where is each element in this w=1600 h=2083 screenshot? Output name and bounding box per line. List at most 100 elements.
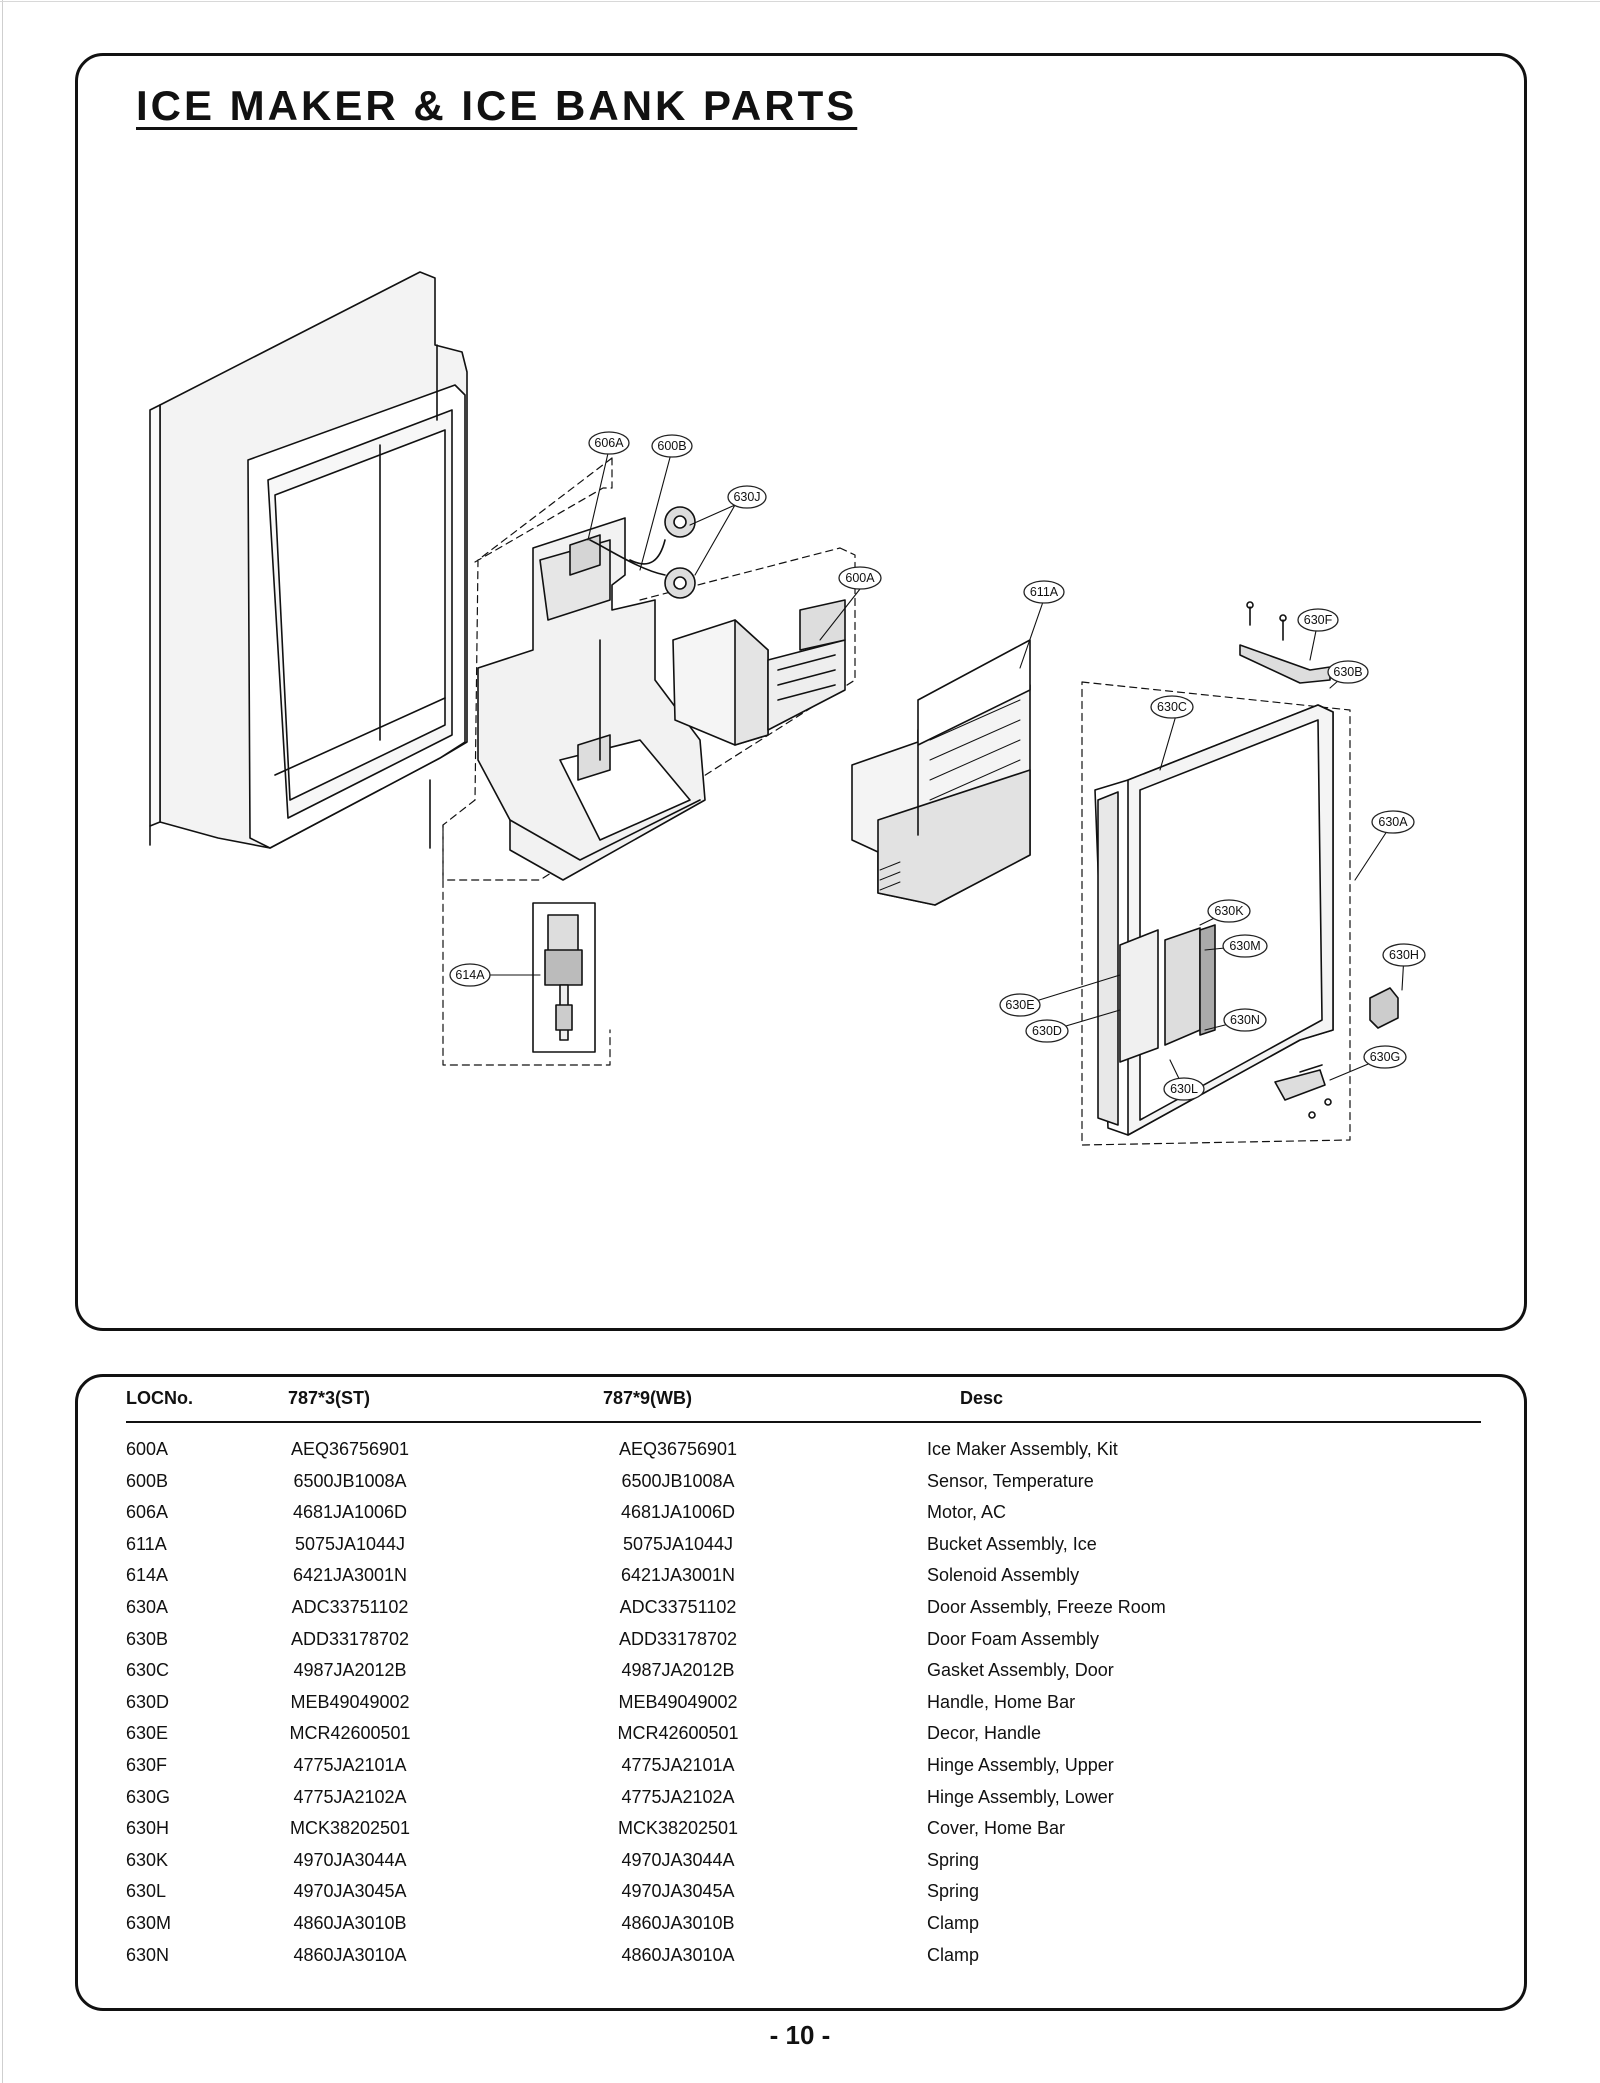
row-st-part: 4775JA2102A	[293, 1786, 407, 1807]
row-desc: Door Foam Assembly	[927, 1628, 1100, 1649]
row-st-part: 4775JA2101A	[293, 1755, 407, 1775]
svg-text:600B: 600B	[657, 439, 686, 453]
svg-text:630G: 630G	[1370, 1050, 1401, 1064]
callout-630d: 630D	[1025, 1019, 1069, 1043]
row-locno: 630C	[126, 1660, 170, 1681]
row-wb-part: 4987JA2012B	[621, 1660, 735, 1681]
temperature-sensor-drawing	[589, 506, 696, 599]
callout-630k: 630K	[1207, 899, 1251, 923]
svg-text:611A: 611A	[1030, 585, 1059, 599]
parts-table-panel	[75, 1374, 1527, 2011]
callout-611a: 611A	[1023, 580, 1065, 604]
row-wb-part: 4775JA2102A	[621, 1786, 735, 1807]
row-wb-part: 4970JA3045A	[621, 1881, 735, 1902]
svg-text:630B: 630B	[1333, 665, 1362, 679]
callout-600b: 600B	[651, 434, 693, 458]
row-wb-part: 6500JB1008A	[621, 1470, 735, 1491]
row-wb-part: 4970JA3044A	[621, 1849, 735, 1870]
door-assembly-drawing	[1094, 704, 1334, 1136]
callout-600a: 600A	[838, 566, 882, 590]
callout-630e: 630E	[999, 993, 1041, 1017]
hinge-and-cover-drawing	[1239, 601, 1399, 1119]
row-wb-part: MEB49049002	[618, 1691, 738, 1712]
row-st-part: AEQ36756901	[290, 1439, 410, 1459]
callout-630f: 630F	[1297, 608, 1339, 632]
row-st-part: ADD33178702	[290, 1628, 410, 1649]
row-desc: Motor, AC	[927, 1502, 1007, 1523]
row-st-part: 4860JA3010B	[293, 1913, 407, 1933]
svg-text:630M: 630M	[1229, 939, 1260, 953]
svg-text:614A: 614A	[455, 968, 485, 982]
row-st-part: 6421JA3001N	[292, 1565, 408, 1586]
row-wb-part: 4681JA1006D	[620, 1502, 736, 1523]
row-desc: Hinge Assembly, Lower	[927, 1786, 1114, 1807]
table-row: 630C 4987JA2012B 4987JA2012B Gasket Assembl…	[126, 1655, 1481, 1687]
row-st-part: 4860JA3010A	[293, 1944, 407, 1965]
callout-630j: 630J	[727, 485, 767, 509]
callout-630c: 630C	[1150, 695, 1194, 719]
row-locno: 614A	[126, 1565, 169, 1586]
svg-text:630K: 630K	[1214, 904, 1244, 918]
callout-606a: 606A	[588, 431, 630, 455]
row-locno: 630D	[126, 1691, 170, 1712]
svg-text:630D: 630D	[1032, 1024, 1062, 1038]
row-wb-part: ADC33751102	[619, 1597, 737, 1617]
svg-text:630L: 630L	[1170, 1082, 1198, 1096]
row-desc: Spring	[927, 1881, 980, 1902]
callout-630b: 630B	[1327, 660, 1369, 684]
row-st-part: 6500JB1008A	[293, 1470, 407, 1491]
callout-630h: 630H	[1382, 943, 1426, 967]
svg-text:630N: 630N	[1230, 1013, 1260, 1027]
row-desc: Hinge Assembly, Upper	[927, 1755, 1114, 1775]
row-desc: Solenoid Assembly	[927, 1565, 1080, 1586]
row-desc: Bucket Assembly, Ice	[927, 1533, 1097, 1554]
row-wb-part: MCK38202501	[617, 1818, 739, 1839]
row-locno: 630L	[126, 1881, 167, 1902]
row-st-part: ADC33751102	[291, 1597, 409, 1617]
row-wb-part: 4860JA3010B	[621, 1913, 735, 1933]
row-locno: 600B	[126, 1470, 169, 1491]
exploded-parts-diagram: 606A 600B 630J 600A 611A 630F 630B 630C …	[149, 271, 1426, 1146]
row-desc: Spring	[927, 1849, 980, 1870]
row-locno: 630B	[126, 1628, 169, 1649]
solenoid-drawing	[532, 902, 596, 1053]
row-locno: 630F	[126, 1755, 168, 1775]
parts-table-header: LOCNo. 787*3(ST) 787*9(WB) Desc	[126, 1386, 1481, 1423]
row-st-part: MCK38202501	[289, 1818, 411, 1839]
freezer-door-frame-drawing	[149, 271, 468, 849]
row-st-part: 4970JA3045A	[293, 1881, 407, 1902]
row-locno: 630A	[126, 1597, 169, 1617]
row-desc: Clamp	[927, 1944, 980, 1965]
row-wb-part: 4860JA3010A	[621, 1944, 735, 1965]
row-desc: Gasket Assembly, Door	[927, 1660, 1114, 1681]
callout-630g: 630G	[1363, 1045, 1407, 1069]
page-top-line	[0, 1, 1600, 2]
ice-maker-drawing	[672, 599, 846, 746]
svg-text:630H: 630H	[1389, 948, 1419, 962]
header-desc: Desc	[960, 1388, 1004, 1408]
row-wb-part: AEQ36756901	[618, 1439, 738, 1459]
row-wb-part: MCR42600501	[617, 1723, 739, 1744]
svg-text:630A: 630A	[1378, 815, 1408, 829]
table-row: 630L 4970JA3045A 4970JA3045A Spring	[126, 1876, 1481, 1908]
row-st-part: 4970JA3044A	[293, 1849, 407, 1870]
row-st-part: 4987JA2012B	[293, 1660, 407, 1681]
svg-text:600A: 600A	[845, 571, 875, 585]
row-locno: 600A	[126, 1439, 169, 1459]
row-st-part: 5075JA1044J	[294, 1533, 406, 1554]
page-edge-line	[2, 0, 3, 2083]
row-desc: Door Assembly, Freeze Room	[927, 1597, 1166, 1617]
row-wb-part: 5075JA1044J	[622, 1533, 734, 1554]
svg-text:630C: 630C	[1157, 700, 1187, 714]
header-st: 787*3(ST)	[288, 1388, 371, 1408]
row-st-part: MCR42600501	[289, 1723, 411, 1744]
row-desc: Sensor, Temperature	[927, 1470, 1094, 1491]
